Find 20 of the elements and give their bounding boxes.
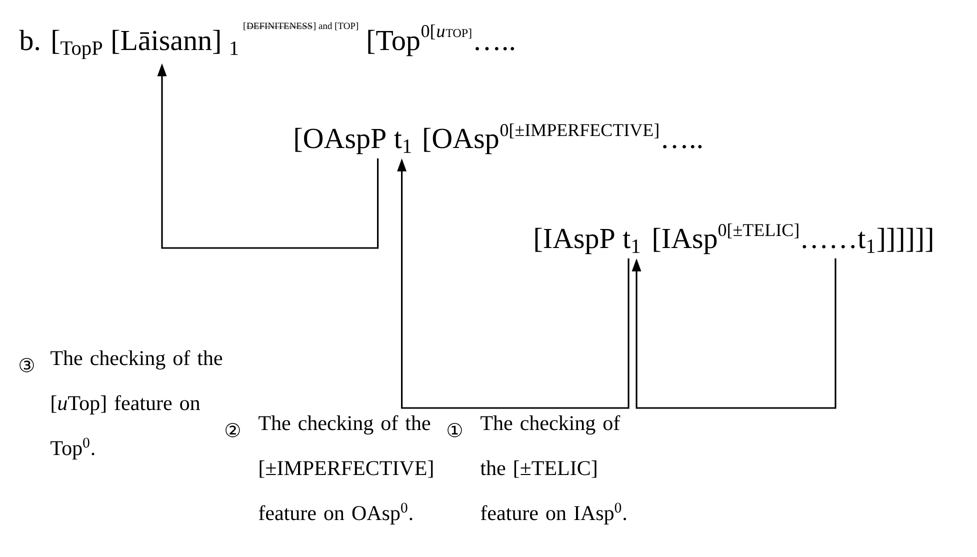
bracketed-text: [OAsp xyxy=(424,128,498,154)
bracketed-text: [OAspP t$_{1}$ xyxy=(295,128,411,154)
circled-number: ② xyxy=(226,422,240,438)
circled-number: ③ xyxy=(20,358,34,372)
ellipsis-text: ….. xyxy=(476,47,514,50)
bracketed-text: ] and [TOP] xyxy=(313,22,358,30)
circled-number: ① xyxy=(448,422,462,438)
superscript-text: 0[±IMPERFECTIVE] xyxy=(500,124,658,138)
bracketed-text: [ xyxy=(244,22,246,30)
caption-text: The checking of the [±IMPERFECTIVE] feature on OAsp$^{0}$. xyxy=(258,415,433,524)
ellipsis-text: ….. xyxy=(663,145,702,148)
caption-text: The checking of the [±TELIC] feature on IAsp$^{0}$. xyxy=(480,415,626,524)
superscript-text: 0[ xyxy=(422,24,436,40)
superscript-text: u xyxy=(437,28,445,38)
bracketed-text: [IAspP t$_{1}$ xyxy=(535,228,640,254)
arrow xyxy=(632,258,836,409)
caption-text: The checking of the [uTop] feature on Top$^{0}$. xyxy=(50,350,222,460)
bracketed-text: [Top xyxy=(368,30,420,56)
bracketed-text: b. [$_{TopP}$ [Lāisann] $_{1}$ xyxy=(19,30,238,60)
superscript-text: TOP] xyxy=(446,28,472,39)
